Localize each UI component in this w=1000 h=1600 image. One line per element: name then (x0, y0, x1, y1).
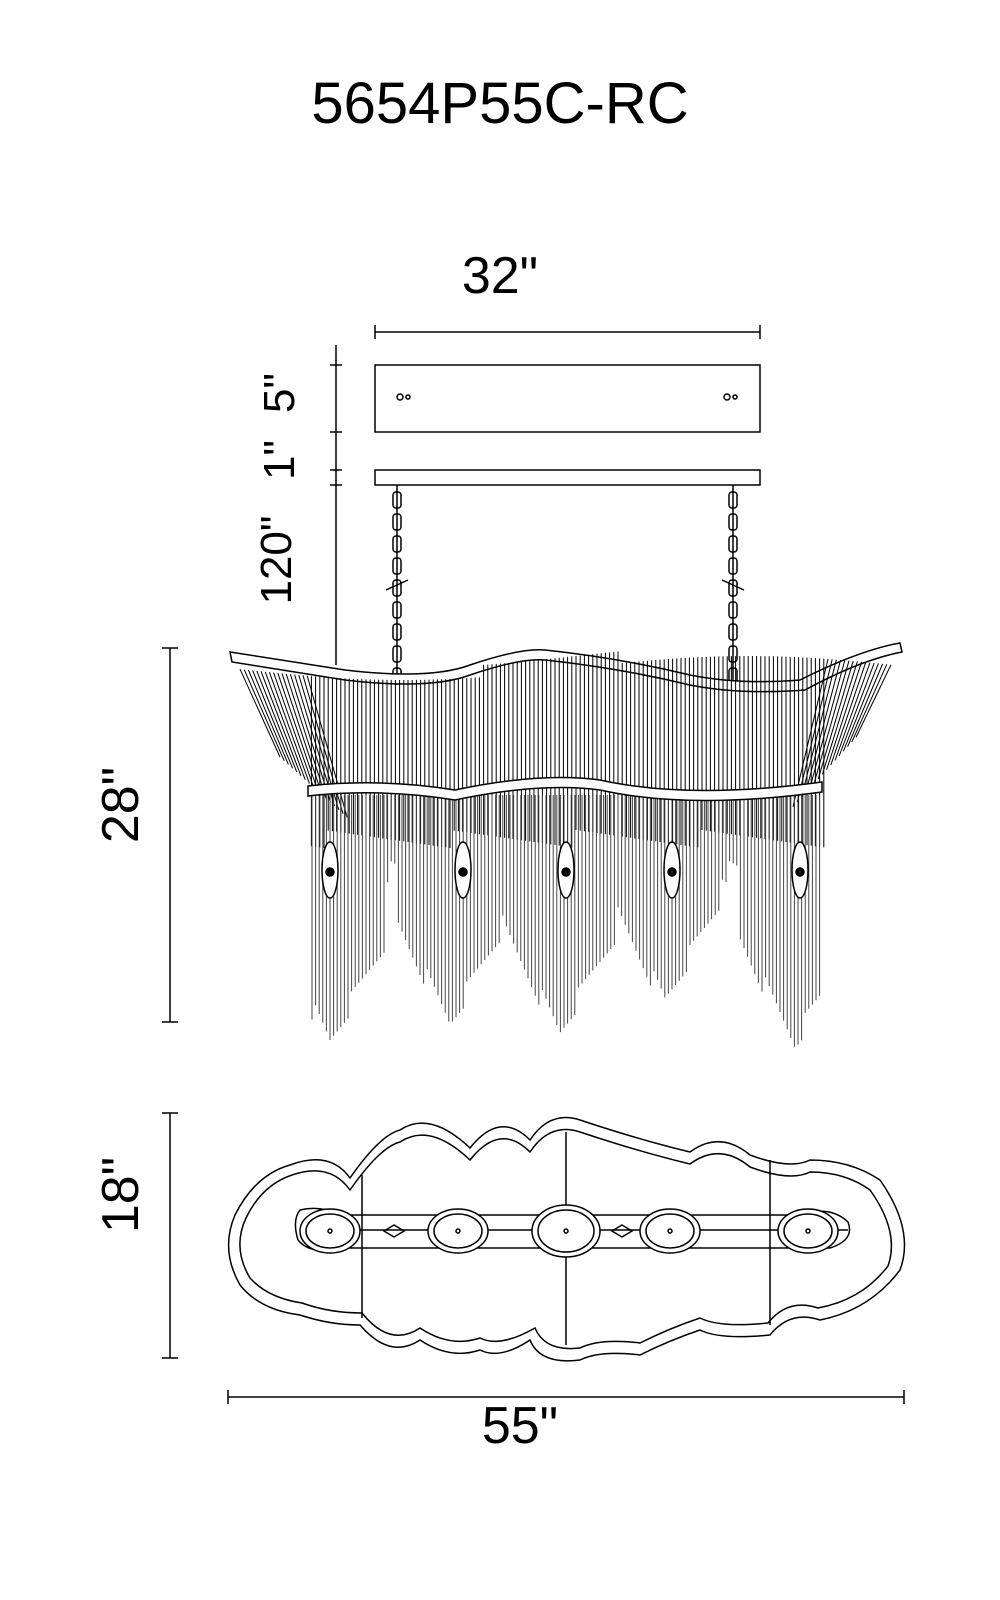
strand (264, 671, 306, 780)
chain-link (392, 601, 402, 619)
strand (796, 659, 833, 803)
chain-link (728, 535, 738, 553)
fixture-rim (229, 642, 903, 693)
strand (792, 658, 829, 807)
chain-link (392, 645, 402, 663)
strand (239, 668, 281, 758)
chain-link (728, 513, 738, 531)
chain-link (392, 535, 402, 553)
strand (243, 669, 285, 761)
strand (252, 670, 294, 769)
strand (821, 661, 858, 775)
strand (273, 672, 315, 788)
candle-socket (454, 841, 472, 899)
candle-socket (321, 841, 339, 899)
dimension-line-fixture-depth (162, 1112, 178, 1359)
inner-ring (307, 776, 823, 802)
mounting-plate (374, 469, 761, 486)
strand (847, 663, 884, 747)
chain-link (728, 623, 738, 641)
chain-link (392, 579, 402, 597)
strand (800, 659, 837, 798)
candle-socket (557, 841, 575, 899)
strand (838, 662, 875, 757)
dimension-line-fixture-height (162, 647, 178, 1023)
fixture-top-view (227, 1116, 906, 1362)
chain-link (392, 491, 402, 509)
chain-link (392, 557, 402, 575)
strand (851, 664, 888, 743)
chain-link (728, 579, 738, 597)
dimension-fixture-width: 55" (481, 1397, 559, 1455)
strand (842, 663, 879, 752)
product-model-title: 5654P55C-RC (311, 71, 689, 136)
candle-sockets (321, 841, 809, 899)
strand (855, 664, 892, 738)
chain-link (392, 623, 402, 641)
dimension-line-canopy-width (374, 325, 761, 339)
chain-link (728, 491, 738, 509)
strand (256, 670, 298, 773)
chain-link (728, 557, 738, 575)
strand (247, 669, 289, 765)
chain-link (392, 513, 402, 531)
strand (813, 660, 850, 784)
strand (830, 662, 867, 766)
strand (268, 672, 310, 784)
strand (260, 671, 302, 777)
strand (817, 660, 854, 780)
dimension-canopy-width: 32" (461, 247, 539, 305)
strand (826, 661, 863, 770)
dimension-line-vertical-upper (330, 345, 342, 665)
suspension-chains (385, 485, 745, 685)
candle-socket (791, 841, 809, 899)
dimension-line-fixture-width (227, 1390, 905, 1404)
chain-link (728, 601, 738, 619)
hanging-strands (239, 651, 892, 1047)
canopy (374, 364, 761, 433)
strand (809, 660, 846, 789)
chain-link (728, 645, 738, 663)
strand (834, 662, 871, 761)
strand (805, 659, 842, 793)
candle-socket (663, 841, 681, 899)
